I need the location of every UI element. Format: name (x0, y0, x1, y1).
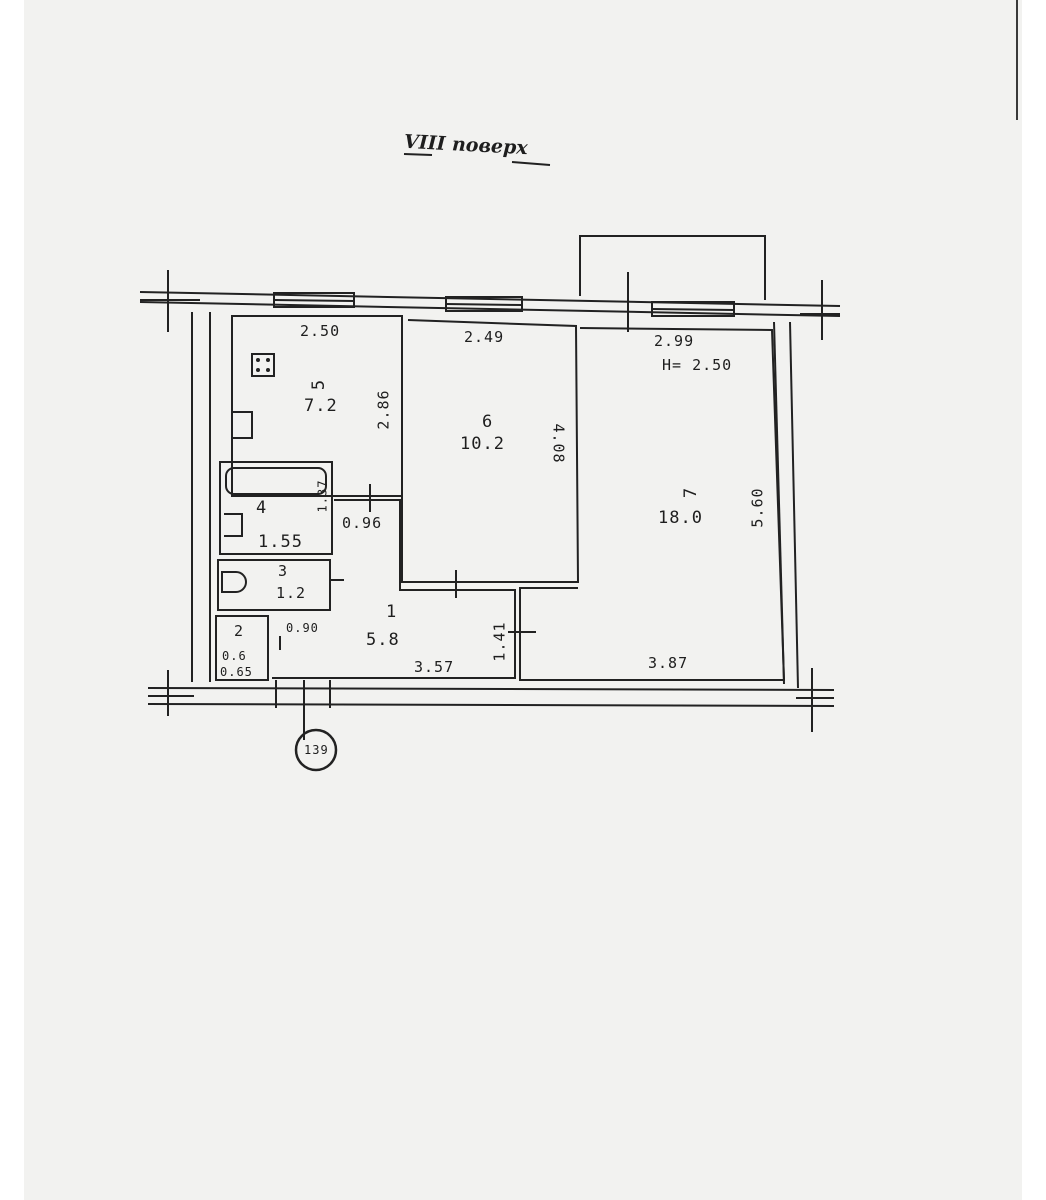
dim-hall-passage: 0.96 (342, 514, 383, 532)
room-2-pantry (215, 615, 269, 681)
plan-sheet (24, 0, 1022, 1200)
room-6-walls (401, 319, 580, 583)
hall-walls (272, 499, 516, 679)
outer-wall-bottom (147, 687, 835, 691)
dim-kitchen-depth: 2.86 (374, 389, 393, 430)
balcony (579, 235, 766, 300)
room-5-area: 7.2 (304, 396, 338, 416)
dim-room7-bottom: 3.87 (648, 654, 689, 672)
stove-icon (251, 353, 275, 377)
room-6-area: 10.2 (460, 434, 505, 454)
room-3-number: 3 (278, 562, 289, 580)
room-2-number: 2 (234, 622, 245, 640)
room-3-wc (217, 559, 331, 611)
dim-room6-width: 2.49 (464, 328, 505, 346)
bathtub (225, 467, 327, 495)
sink-symbol (232, 411, 253, 439)
room-7-walls (519, 327, 786, 681)
toilet-symbol (221, 571, 247, 593)
room-4-bathroom (219, 461, 333, 555)
dim-room7-width: 2.99 (654, 332, 695, 350)
outer-wall-right (789, 321, 799, 689)
room-7-number: 7 (681, 486, 702, 499)
outer-wall-bottom-inner (147, 703, 835, 707)
dim-hall-depth: 1.41 (490, 621, 509, 662)
stamp-circle (294, 728, 338, 772)
room-4-area: 1.55 (258, 532, 303, 552)
ceiling-height-note: H= 2.50 (662, 356, 733, 374)
dim-kitchen-width: 2.50 (300, 322, 341, 340)
room-1-area: 5.8 (366, 630, 400, 650)
dim-pantry-width: 0.65 (220, 665, 253, 679)
stamp-number: 139 (304, 743, 329, 757)
dim-bath-length: 1.37 (315, 479, 330, 513)
dim-wc-width: 0.90 (286, 621, 319, 635)
dim-hall-length: 3.57 (414, 658, 455, 676)
room-7-area: 18.0 (658, 508, 703, 528)
room-1-number: 1 (386, 602, 398, 622)
dim-room6-depth: 4.08 (549, 423, 568, 464)
room-2-area: 0.6 (222, 649, 247, 663)
room-6-number: 6 (482, 412, 494, 432)
room-4-number: 4 (256, 498, 268, 518)
outer-wall-top (139, 291, 841, 307)
basin-symbol (224, 513, 243, 537)
room-5-number: 5 (309, 378, 330, 391)
outer-wall-top-inner (139, 301, 841, 317)
room-3-area: 1.2 (276, 584, 307, 602)
dim-room7-depth: 5.60 (748, 487, 767, 528)
sheet-edge (1016, 0, 1018, 120)
